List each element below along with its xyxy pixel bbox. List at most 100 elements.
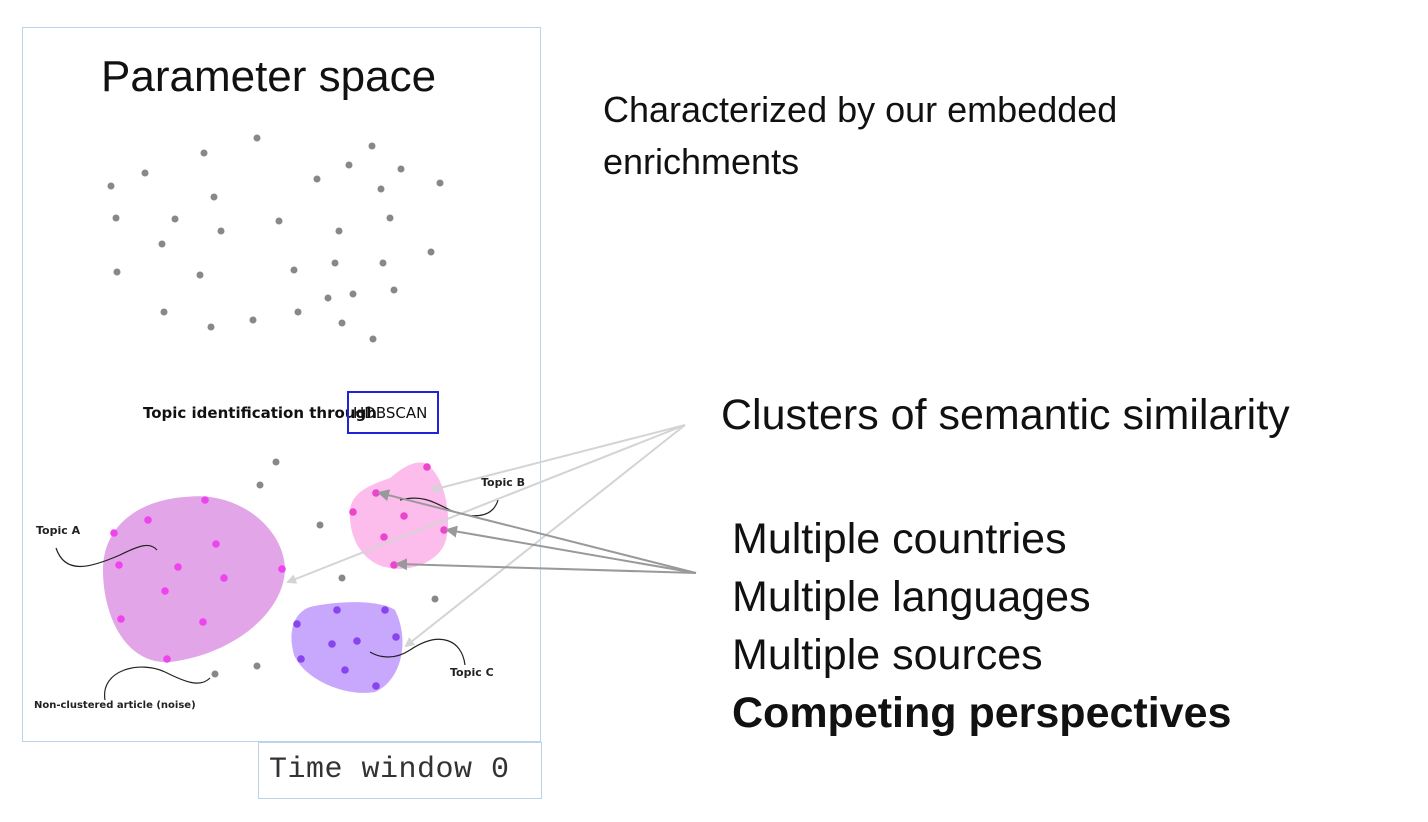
- list-item-competing-perspectives: Competing perspectives: [732, 689, 1232, 737]
- topic-b-cluster: [349, 462, 449, 569]
- topic-a-point: [174, 563, 182, 571]
- topic-c-point: [381, 606, 389, 614]
- data-point: [377, 185, 385, 193]
- embedded-enrichments-heading: Characterized by our embedded enrichment…: [603, 84, 1117, 188]
- data-point: [335, 227, 343, 235]
- data-point: [397, 165, 405, 173]
- heading-line-1: Characterized by our embedded: [603, 89, 1118, 130]
- data-point: [200, 149, 208, 157]
- topic-b-point: [372, 489, 380, 497]
- data-point: [436, 179, 444, 187]
- topic-a-leader-line: [55, 544, 158, 568]
- noise-point: [316, 521, 324, 529]
- topic-a-point: [161, 587, 169, 595]
- data-point: [160, 308, 168, 316]
- noise-point: [253, 662, 261, 670]
- parameter-space-points: [107, 134, 444, 343]
- topic-c-point: [297, 655, 305, 663]
- noise-point: [211, 670, 219, 678]
- perspectives-list: Multiple countries Multiple languages Mu…: [732, 510, 1231, 742]
- arrow-to-topic-b: [430, 424, 686, 493]
- data-point: [368, 142, 376, 150]
- data-point: [249, 316, 257, 324]
- hdbscan-title: Topic identification through: [143, 404, 377, 422]
- data-point: [331, 259, 339, 267]
- topic-c-cluster: [291, 602, 403, 693]
- topic-c-point: [372, 682, 380, 690]
- topic-b-point: [400, 512, 408, 520]
- arrow-to-topic-b-point-3: [395, 558, 697, 574]
- topic-c-point: [333, 606, 341, 614]
- hdbscan-label: HDBSCAN: [353, 404, 427, 422]
- data-point: [313, 175, 321, 183]
- arrow-to-topic-b-point-2: [445, 525, 697, 574]
- data-point: [141, 169, 149, 177]
- data-point: [112, 214, 120, 222]
- time-window-label: Time window 0: [269, 753, 510, 787]
- topic-a-point: [199, 618, 207, 626]
- data-point: [338, 319, 346, 327]
- topic-a-point: [163, 655, 171, 663]
- data-point: [196, 271, 204, 279]
- data-point: [158, 240, 166, 248]
- data-point: [113, 268, 121, 276]
- noise-points: [211, 458, 439, 678]
- heading-line-2: enrichments: [603, 141, 800, 182]
- list-item-countries: Multiple countries: [732, 515, 1067, 563]
- topic-c-point: [328, 640, 336, 648]
- noise-label: Non-clustered article (noise): [34, 700, 196, 711]
- time-window-box: Time window 0: [258, 742, 542, 799]
- topic-a-point: [115, 561, 123, 569]
- arrow-to-topic-b-point-1: [377, 489, 697, 574]
- arrow-to-topic-a: [286, 424, 686, 584]
- topic-a-point: [201, 496, 209, 504]
- topic-c-point: [293, 620, 301, 628]
- data-point: [390, 286, 398, 294]
- data-point: [294, 308, 302, 316]
- list-item-sources: Multiple sources: [732, 631, 1043, 679]
- list-item-languages: Multiple languages: [732, 573, 1091, 621]
- data-point: [290, 266, 298, 274]
- topic-b-point: [380, 533, 388, 541]
- data-point: [386, 214, 394, 222]
- data-point: [379, 259, 387, 267]
- data-point: [275, 217, 283, 225]
- data-point: [107, 182, 115, 190]
- hdbscan-highlight-box: [347, 391, 439, 434]
- noise-leader-line: [104, 666, 211, 701]
- topic-a-point: [212, 540, 220, 548]
- clusters-label: Clusters of semantic similarity: [721, 391, 1290, 439]
- topic-a-cluster: [103, 496, 285, 663]
- data-point: [207, 323, 215, 331]
- parameter-space-panel: [22, 27, 541, 742]
- data-point: [345, 161, 353, 169]
- topic-c-label: Topic C: [450, 666, 494, 679]
- topic-c-point: [341, 666, 349, 674]
- topic-c-point: [392, 633, 400, 641]
- topic-b-point: [349, 508, 357, 516]
- topic-b-point: [390, 561, 398, 569]
- topic-b-point: [423, 463, 431, 471]
- noise-point: [272, 458, 280, 466]
- data-point: [253, 134, 261, 142]
- data-point: [217, 227, 225, 235]
- topic-a-point: [110, 529, 118, 537]
- parameter-space-title: Parameter space: [101, 52, 437, 101]
- topic-a-point: [117, 615, 125, 623]
- topic-a-point: [144, 516, 152, 524]
- data-point: [369, 335, 377, 343]
- topic-a-point: [278, 565, 286, 573]
- noise-point: [338, 574, 346, 582]
- topic-c-leader-line: [369, 638, 466, 666]
- noise-point: [431, 595, 439, 603]
- data-point: [171, 215, 179, 223]
- noise-point: [256, 481, 264, 489]
- topic-b-label: Topic B: [481, 476, 525, 489]
- data-point: [349, 290, 357, 298]
- topic-a-point: [220, 574, 228, 582]
- topic-b-point: [440, 526, 448, 534]
- data-point: [210, 193, 218, 201]
- data-point: [427, 248, 435, 256]
- topic-c-point: [353, 637, 361, 645]
